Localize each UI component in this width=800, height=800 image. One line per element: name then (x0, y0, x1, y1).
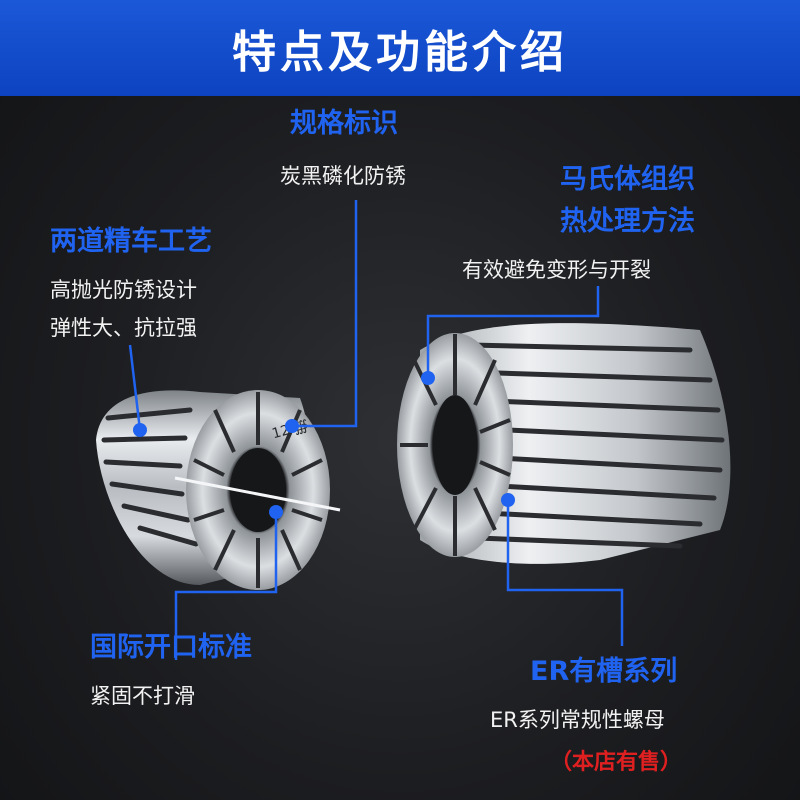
double-turning-title: 两道精车工艺 (50, 226, 212, 257)
opening-standard-title: 国际开口标准 (90, 632, 252, 663)
opening-standard-desc: 紧固不打滑 (90, 684, 195, 708)
callout-lines (128, 200, 624, 660)
martensite-desc: 有效避免变形与开裂 (462, 258, 651, 282)
er-series-title: ER有槽系列 (530, 656, 678, 687)
double-turning-desc-2: 弹性大、抗拉强 (50, 316, 197, 340)
spec-mark-desc: 炭黑磷化防锈 (280, 164, 406, 188)
left-collet: 12 ∰ (96, 390, 341, 590)
spec-mark-title: 规格标识 (290, 108, 398, 139)
double-turning-desc-1: 高抛光防锈设计 (50, 278, 197, 302)
page-title: 特点及功能介绍 (232, 27, 568, 78)
er-series-desc: ER系列常规性螺母 (490, 708, 665, 732)
right-collet (397, 323, 731, 564)
martensite-title-1: 马氏体组织 (560, 164, 695, 195)
title-banner: 特点及功能介绍 (0, 0, 800, 96)
in-stock-note: （本店有售） (550, 750, 683, 775)
martensite-title-2: 热处理方法 (560, 206, 695, 237)
callout-dots (133, 371, 515, 519)
